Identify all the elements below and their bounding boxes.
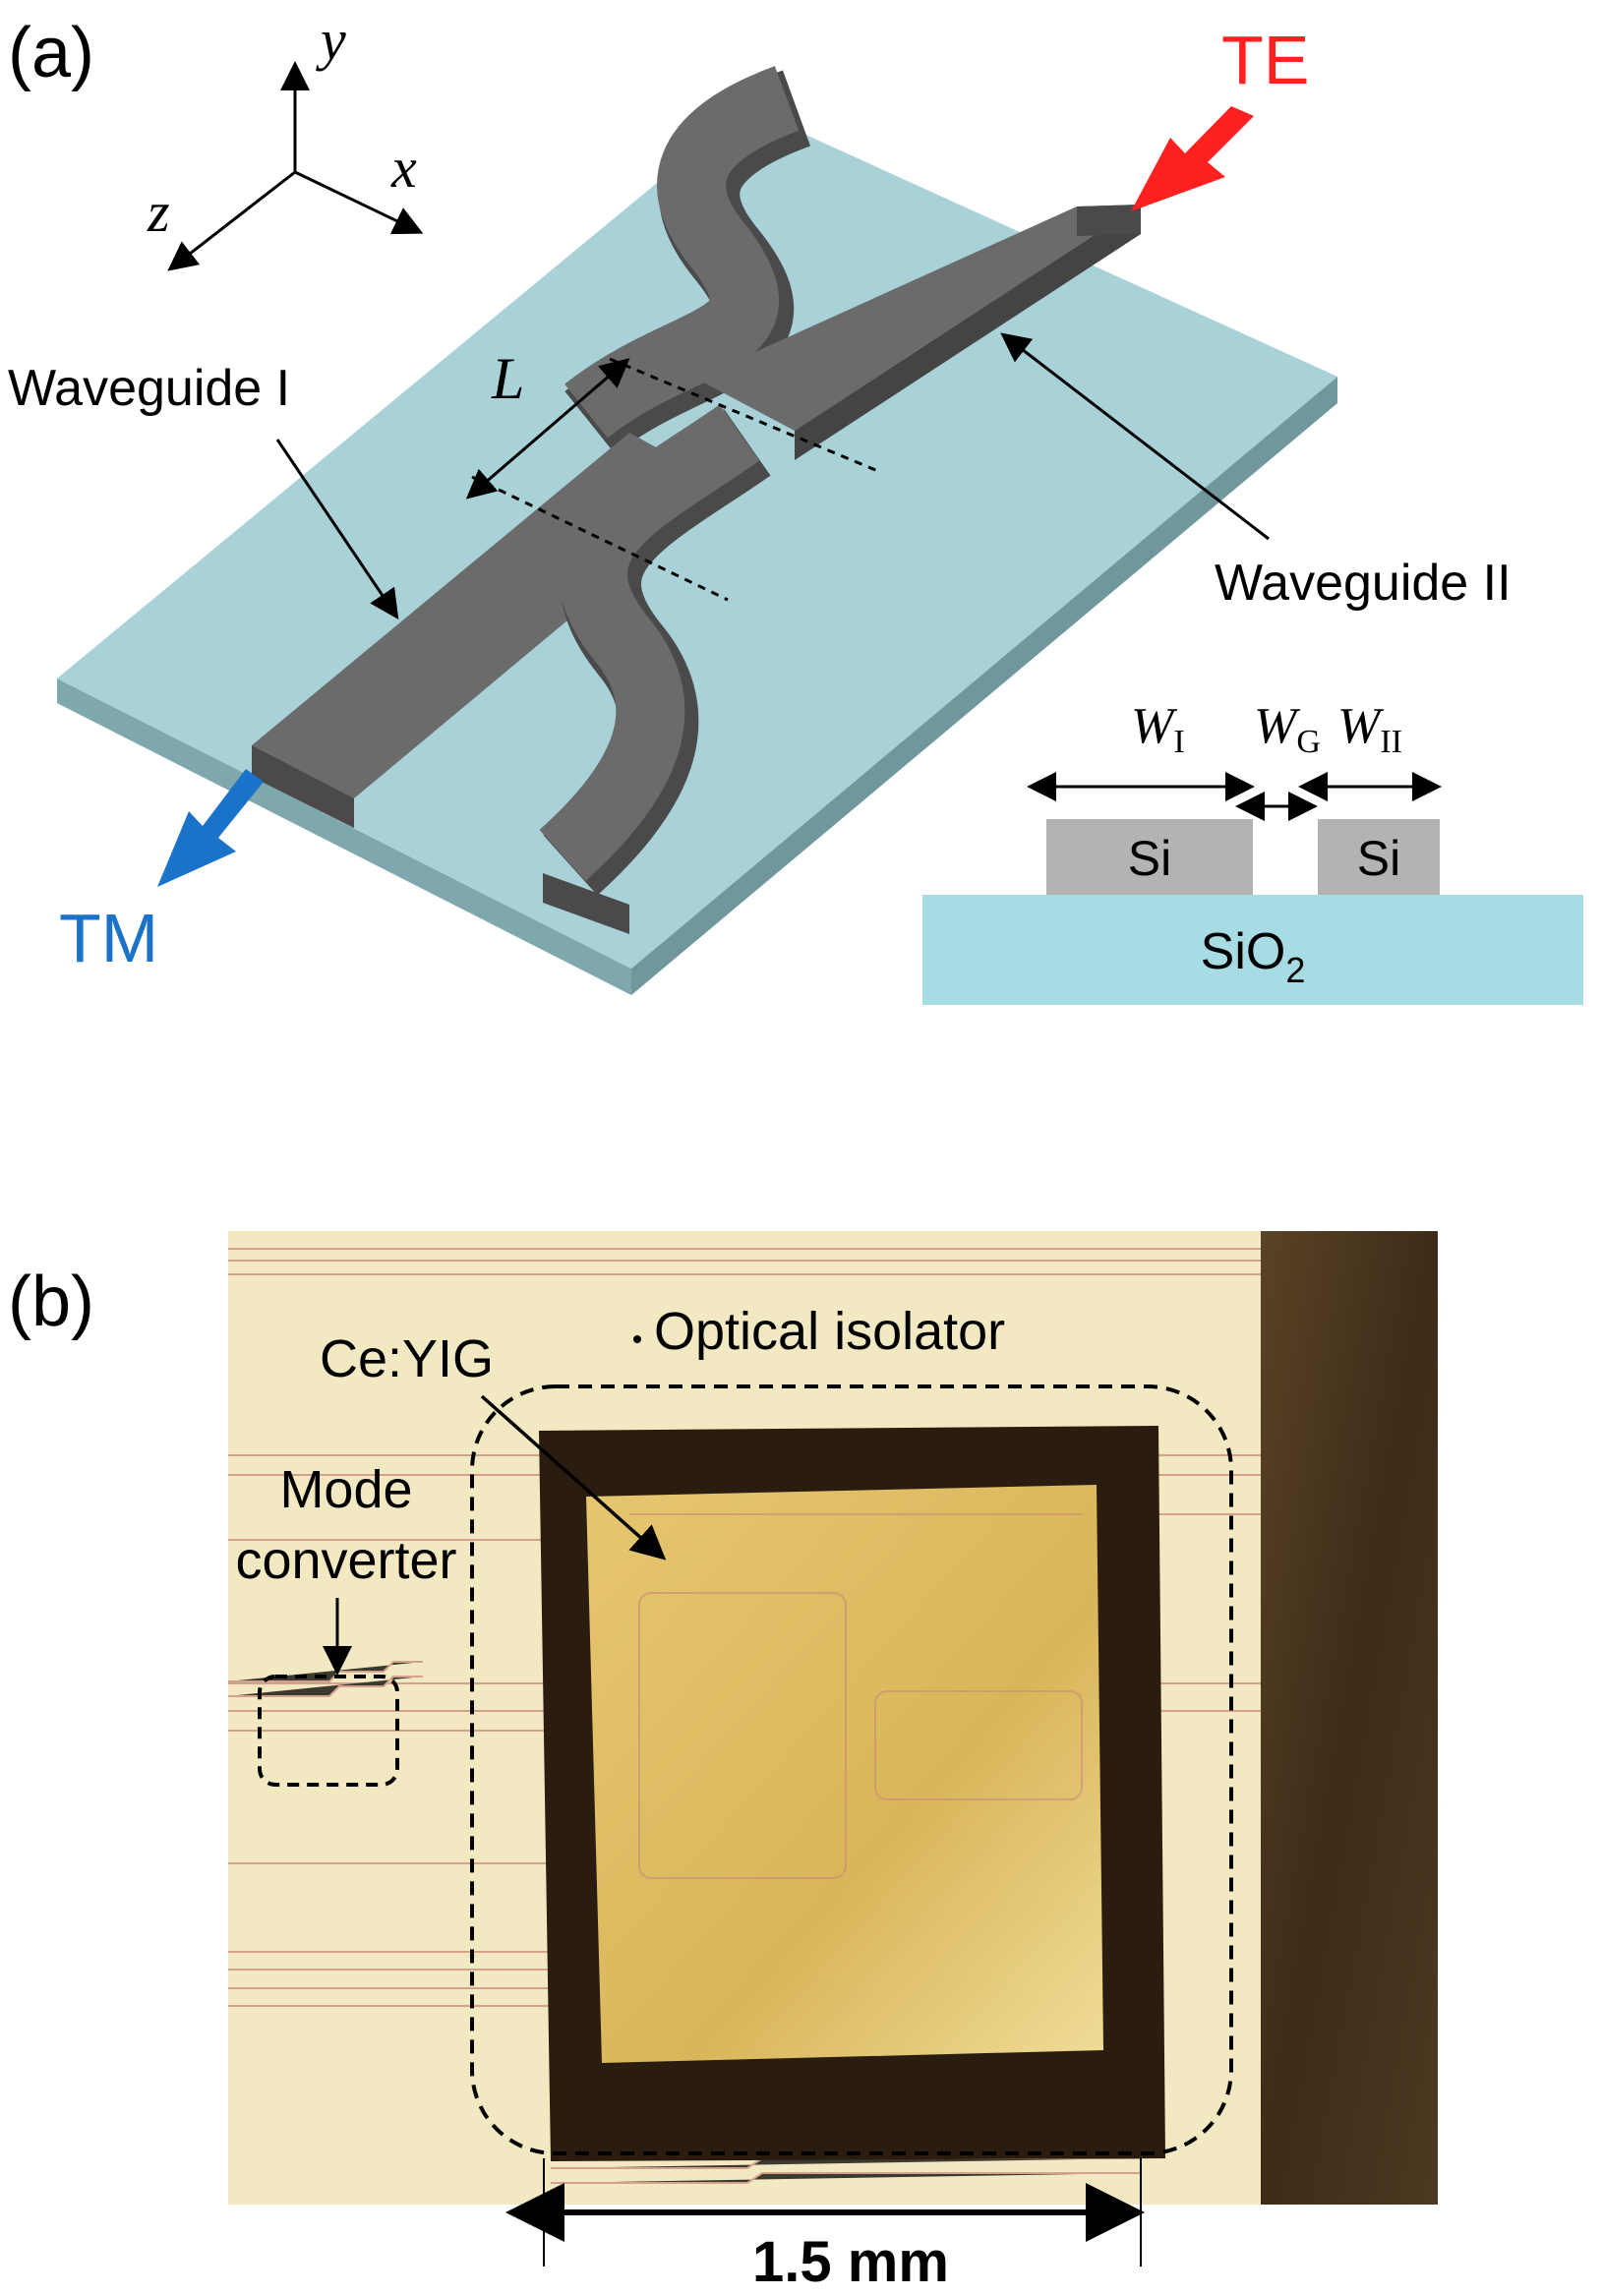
mode-converter-outline: [258, 1675, 399, 1787]
waveguide-2-front-end: [543, 873, 629, 934]
waveguide-2-straight-top: [696, 205, 1141, 431]
te-arrow: [1131, 106, 1254, 211]
panel-a: (a) y x z: [8, 8, 1583, 1005]
panel-b-label: (b): [8, 1263, 94, 1341]
substrate-label: SiO2: [1201, 923, 1306, 990]
cross-section-core-left: [1046, 819, 1253, 895]
waveguide-2: [539, 205, 1141, 934]
waveguide-1-leader: [275, 439, 399, 619]
isolator-marker-dot: [633, 1335, 641, 1343]
waveguide-2-leader: [1000, 332, 1270, 541]
micrograph: [228, 1231, 1438, 2205]
te-input: TE: [1131, 22, 1309, 211]
wg-subscript: G: [1296, 724, 1321, 760]
w2-label: WII: [1337, 698, 1402, 760]
w2-subscript: II: [1380, 724, 1402, 760]
w1-subscript: I: [1173, 724, 1184, 760]
isolator-label: Optical isolator: [654, 1302, 1005, 1361]
wg-label: WG: [1254, 698, 1321, 760]
core-right-label: Si: [1357, 831, 1400, 886]
waveguide-2-straight-side: [795, 205, 1141, 460]
te-label: TE: [1221, 22, 1309, 98]
coordinate-axes: y x z: [147, 8, 424, 271]
cross-section-substrate: [922, 895, 1583, 1005]
wg-symbol: W: [1254, 698, 1301, 754]
ceyig-label: Ce:YIG: [320, 1329, 494, 1388]
waveguide-2-label: Waveguide II: [1215, 555, 1512, 612]
length-label: L: [491, 346, 524, 411]
w2-symbol: W: [1337, 698, 1385, 754]
z-axis-label: z: [147, 180, 170, 244]
tm-arrow: [157, 769, 264, 887]
dashed-line-1: [609, 357, 881, 474]
scale-bar: 1.5 mm: [505, 2158, 1145, 2294]
panel-b: (b): [8, 1231, 1438, 2294]
isolator-outline: [470, 1384, 1233, 2155]
substrate-label-sub: 2: [1285, 950, 1305, 990]
tm-output: TM: [59, 769, 264, 976]
panel-a-label: (a): [8, 14, 94, 92]
y-axis-label: y: [316, 8, 346, 72]
length-arrow: [465, 358, 630, 500]
coupling-length: L: [465, 346, 881, 602]
cross-section: Si Si SiO2 WI WG WII: [922, 698, 1583, 1005]
x-axis-label: x: [390, 136, 417, 200]
ceyig-inner-traces: [629, 1513, 1083, 1879]
tm-label: TM: [59, 900, 158, 976]
ceyig-leader: [480, 1394, 667, 1560]
x-axis-arrow: [294, 170, 424, 235]
mode-converter-label-2: converter: [235, 1531, 456, 1590]
w1-symbol: W: [1131, 698, 1178, 754]
substrate-label-main: SiO: [1201, 923, 1286, 980]
z-axis-arrow: [167, 170, 296, 271]
substrate-front-face: [57, 678, 631, 995]
mode-converter-label-1: Mode: [279, 1460, 412, 1519]
dark-region: [1261, 1231, 1438, 2205]
waveguide-1-label: Waveguide I: [8, 360, 290, 417]
waveguide-2-end-face: [1077, 205, 1141, 236]
waveguide-1-end-face: [252, 745, 354, 828]
ceyig-chip: [539, 1426, 1165, 2161]
substrate-right-face: [631, 377, 1337, 995]
scale-bar-label: 1.5 mm: [752, 2230, 949, 2294]
waveguide-1-bend-top: [564, 66, 800, 439]
cross-section-core-right: [1318, 819, 1440, 895]
w1-label: WI: [1131, 698, 1185, 760]
waveguide-2-bend-top: [539, 404, 760, 882]
core-left-label: Si: [1128, 831, 1171, 886]
